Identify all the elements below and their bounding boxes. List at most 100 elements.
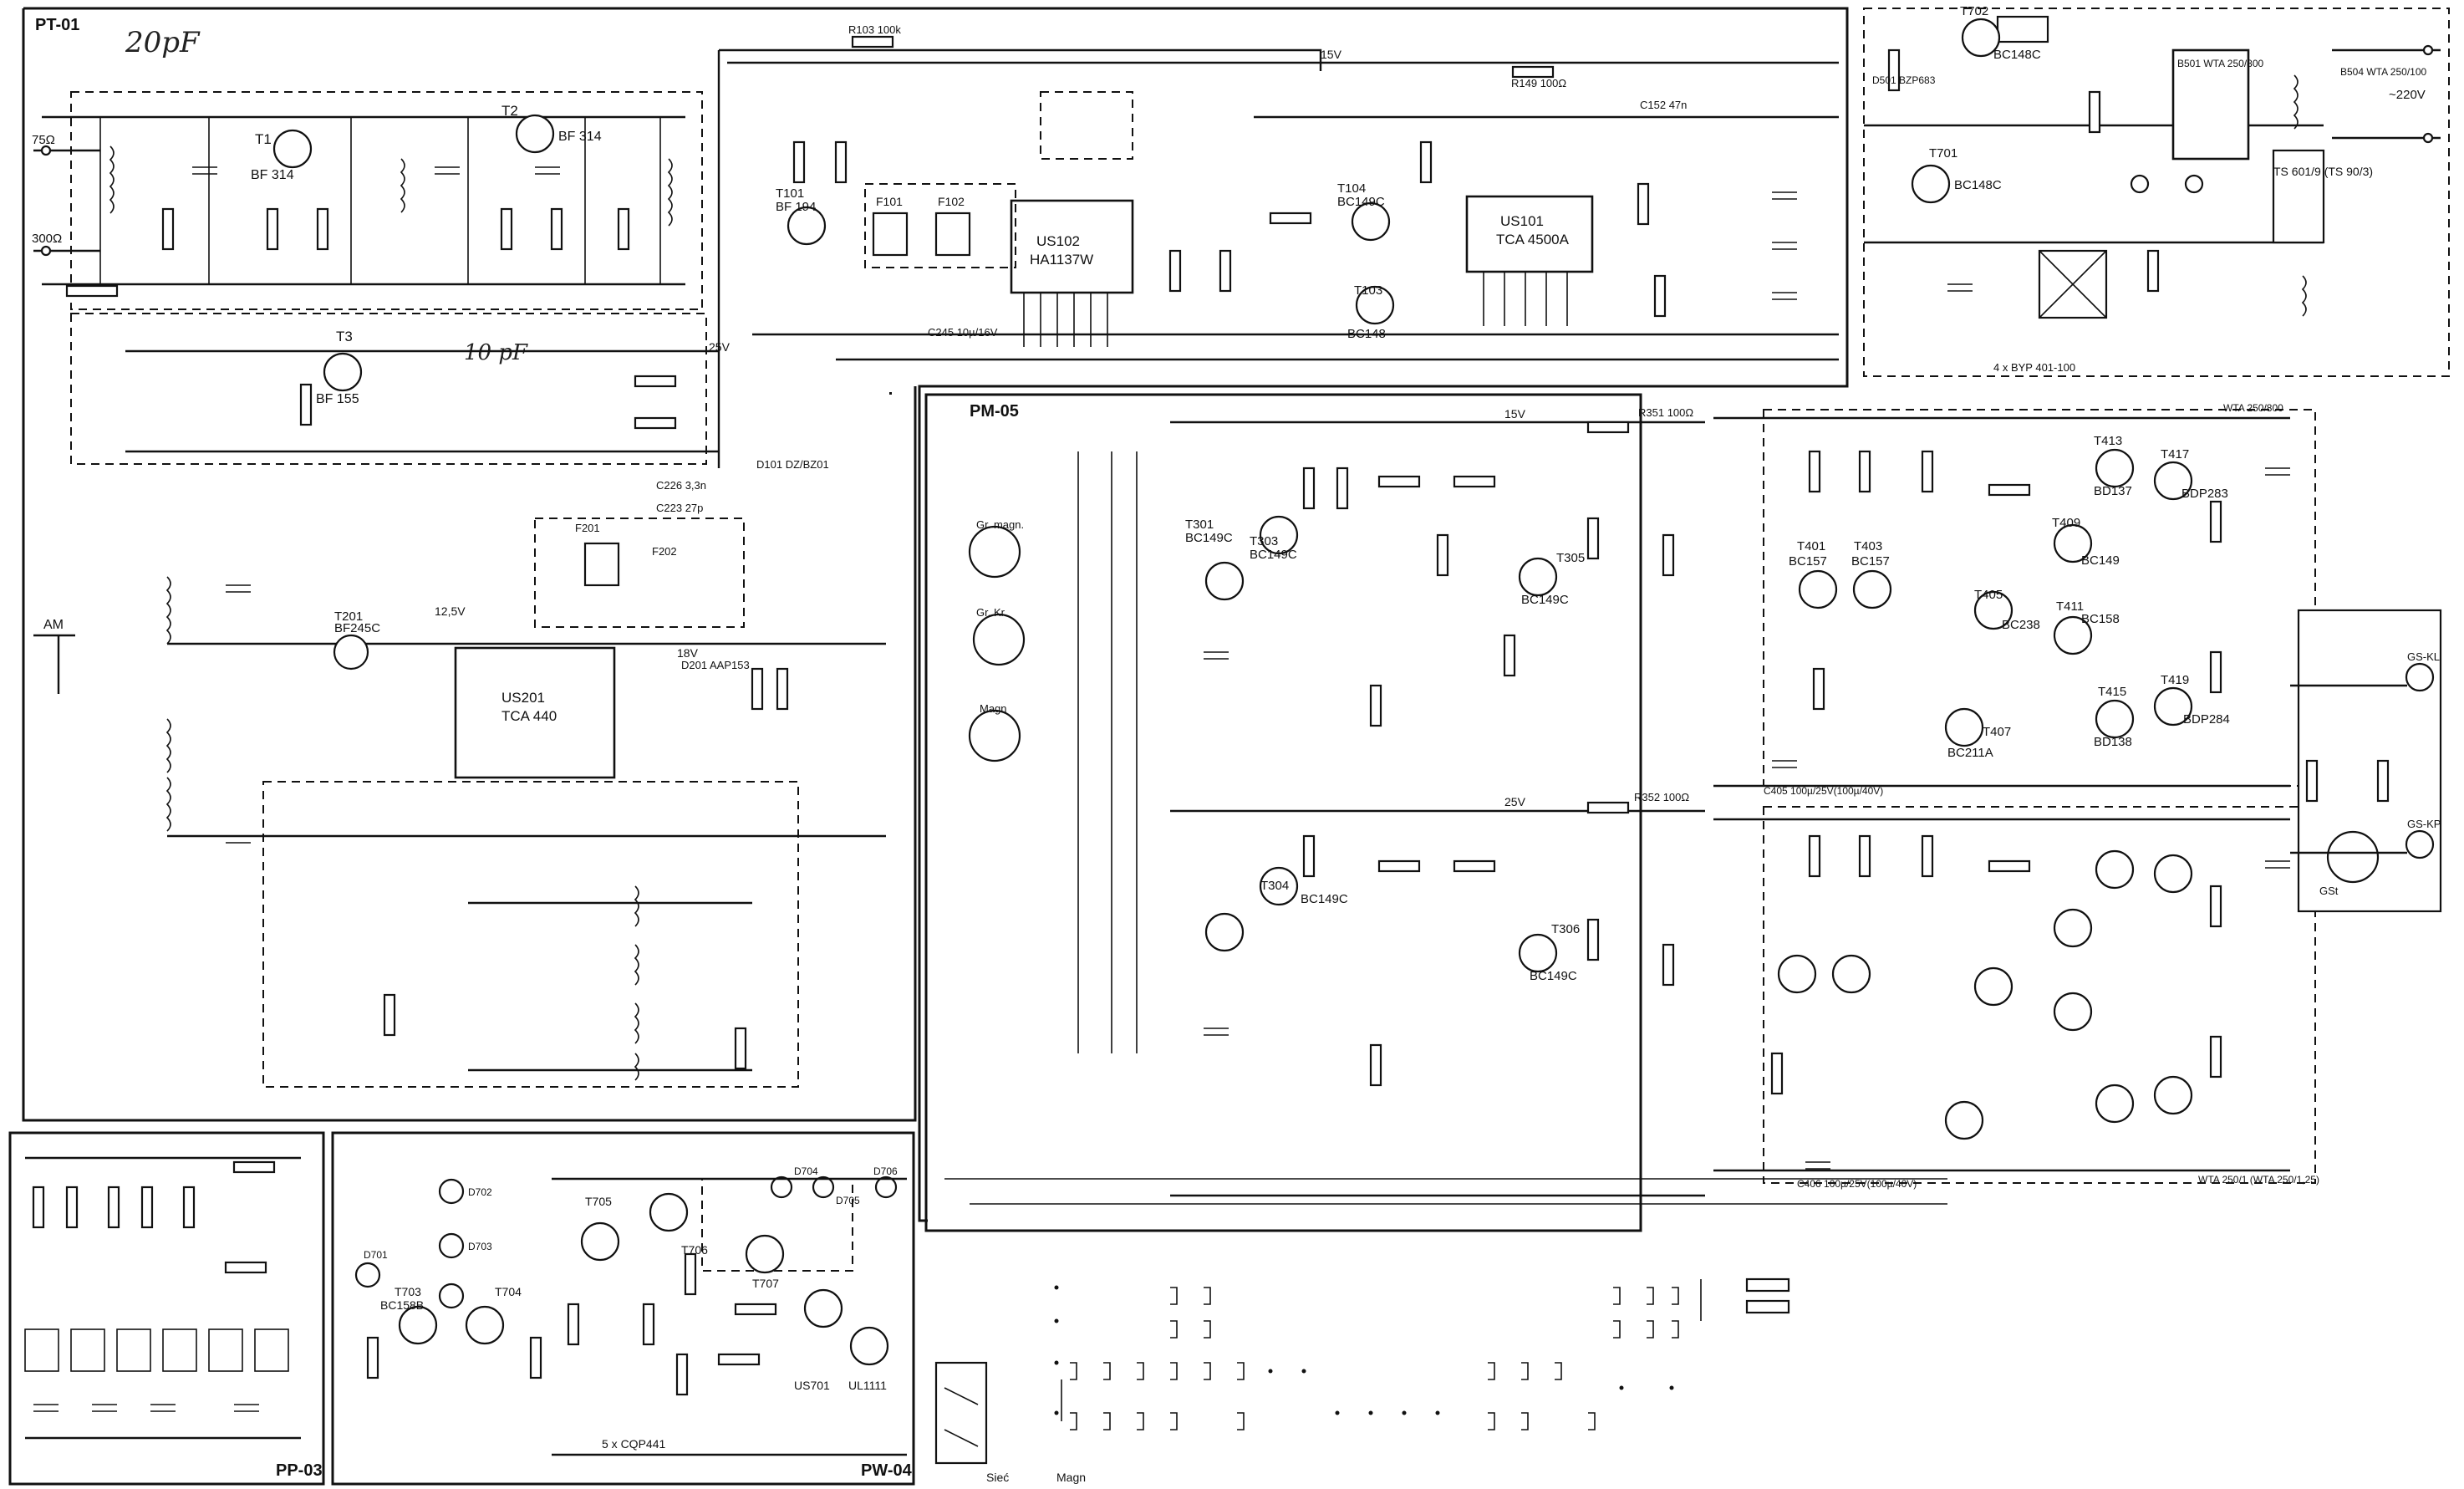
switch-matrix-section	[934, 1277, 1790, 1465]
ic-us101: US101	[1500, 213, 1544, 229]
transistor-t403-part: BC157	[1851, 554, 1890, 569]
rectifier-label: 4 x BYP 401-100	[1993, 361, 2075, 374]
ic-us201-part: TCA 440	[501, 708, 557, 724]
ic-us201: US201	[501, 690, 545, 706]
transistor-t702: T704	[495, 1285, 522, 1298]
rail-18v: 18V	[677, 646, 699, 660]
led-d704: D704	[794, 1165, 818, 1177]
diode-d101: D101 DZ/BZ01	[756, 458, 829, 471]
transistor-t417: T417	[2161, 447, 2189, 461]
pw04-section	[354, 1175, 907, 1456]
resistor-r352: R352 100Ω	[1634, 791, 1689, 803]
transistor-t419: T419	[2161, 673, 2189, 687]
input-gr-kr: Gr. Kr.	[976, 606, 1007, 619]
fuse-b401: WTA 250/800	[2223, 402, 2283, 414]
transistor-t701-part: BC158B	[380, 1298, 424, 1312]
transistor-t305-part: BC149C	[1521, 593, 1569, 607]
ic-us102: US102	[1036, 233, 1080, 249]
transistor-t701: T703	[395, 1285, 421, 1298]
transistor-t502-part: BC148C	[1993, 48, 2041, 62]
pp03-section	[24, 1156, 301, 1440]
handwritten-note-10pf: 10 pF	[464, 340, 528, 365]
cap-c406: C406 100µ/25V(100µ/40V)	[1797, 1178, 1917, 1190]
ic-us701-part: UL1111	[848, 1379, 887, 1392]
resistor-r103: R103 100k	[848, 23, 901, 36]
transistor-t201-part: BF245C	[334, 621, 380, 635]
ic-us101-part: TCA 4500A	[1496, 232, 1570, 247]
transistor-t411: T411	[2056, 599, 2084, 614]
module-label-pp03: PP-03	[276, 1461, 323, 1480]
transistor-t411-part: BC158	[2081, 612, 2120, 626]
transistor-t104-part: BC149C	[1337, 195, 1385, 209]
cap-c223: C223 27p	[656, 502, 703, 514]
diode-d501: D501 BZP683	[1872, 74, 1936, 86]
transistor-t103: T103	[1354, 283, 1382, 298]
transistor-t104: T104	[1337, 181, 1366, 196]
transistor-t306: T306	[1551, 922, 1580, 936]
cap-c226: C226 3,3n	[656, 479, 706, 492]
transistor-t2: T2	[501, 103, 518, 119]
cap-c245: C245 10µ/16V	[928, 326, 998, 339]
transistor-t405-part: BC238	[2002, 618, 2040, 632]
rail-15v: 15V	[1321, 48, 1342, 61]
transistor-t3-part: BF 155	[316, 392, 359, 406]
transistor-t415: T415	[2098, 685, 2126, 699]
power-amp-section	[1713, 409, 2316, 1184]
cap-c405: C405 100µ/25V(100µ/40V)	[1764, 785, 1883, 797]
transistor-t1: T1	[255, 131, 272, 147]
input-magn: Magn	[980, 702, 1007, 715]
headphone-gst: GSt	[2319, 885, 2339, 897]
transistor-t415-part: BD138	[2094, 735, 2132, 749]
rail-12v5: 12,5V	[435, 604, 466, 618]
transistor-t1-part: BF 314	[251, 168, 294, 182]
filter-f201: F201	[575, 522, 600, 534]
transistor-t704: T706	[681, 1243, 708, 1257]
preamp-section	[944, 421, 1947, 1205]
transistor-t2-part: BF 314	[558, 130, 602, 144]
transistor-t3: T3	[336, 329, 353, 344]
transistor-t101-part: BF 194	[776, 200, 816, 214]
rail-25v-pm: 25V	[1504, 795, 1526, 808]
module-label-pm05: PM-05	[970, 402, 1019, 421]
transistor-t417-part: BDP283	[2181, 487, 2228, 501]
transistor-t409-part: BC149	[2081, 553, 2120, 568]
transistor-t303-part: BC149C	[1250, 548, 1297, 562]
transistor-t103-part: BC148	[1347, 327, 1386, 341]
fm-tuner-section	[33, 91, 719, 465]
module-label-pt01: PT-01	[35, 16, 79, 34]
fuse-r401: WTA 250/1 (WTA 250/1,25)	[2198, 1174, 2319, 1186]
led-d702: D702	[468, 1186, 492, 1198]
handwritten-note-20pf: 20pF	[125, 26, 201, 59]
transistor-t304: T304	[1260, 879, 1289, 893]
led-d701: D701	[364, 1249, 388, 1261]
transistor-t401: T401	[1797, 539, 1825, 553]
mains-label: ~220V	[2389, 88, 2426, 102]
transistor-t201: T201	[334, 609, 363, 624]
transistor-t301-part: BC149C	[1185, 531, 1233, 545]
module-frames	[8, 7, 1849, 1486]
transistor-t403: T403	[1854, 539, 1882, 553]
transistor-t401-part: BC157	[1789, 554, 1827, 569]
resistor-r351: R351 100Ω	[1638, 406, 1693, 419]
led-array-label: 5 x CQP441	[602, 1437, 665, 1451]
module-label-pw04: PW-04	[861, 1461, 913, 1480]
fuse-b504: B504 WTA 250/100	[2340, 66, 2427, 78]
speaker-right: GS-KP	[2407, 818, 2441, 830]
am-receiver-section	[33, 518, 886, 1088]
transistor-t419-part: BDP284	[2183, 712, 2230, 727]
led-d705: D705	[836, 1195, 860, 1206]
ic-us701: US701	[794, 1379, 830, 1392]
rail-25v: 25V	[709, 340, 731, 354]
rail-15v-pm: 15V	[1504, 407, 1526, 421]
filter-f101: F101	[876, 195, 903, 208]
speaker-left: GS-KL	[2407, 650, 2440, 663]
mains-switch-label: Sieć	[986, 1471, 1009, 1484]
transistor-t501-part: BC148C	[1954, 178, 2002, 192]
if-stereo-section	[717, 35, 1839, 468]
transistor-t301: T301	[1185, 518, 1214, 532]
transistor-t405: T405	[1974, 588, 2003, 602]
input-gr-magn: Gr. magn.	[976, 518, 1024, 531]
transistor-t304-part: BC149C	[1301, 892, 1348, 906]
ic-us102-part: HA1137W	[1030, 252, 1093, 268]
